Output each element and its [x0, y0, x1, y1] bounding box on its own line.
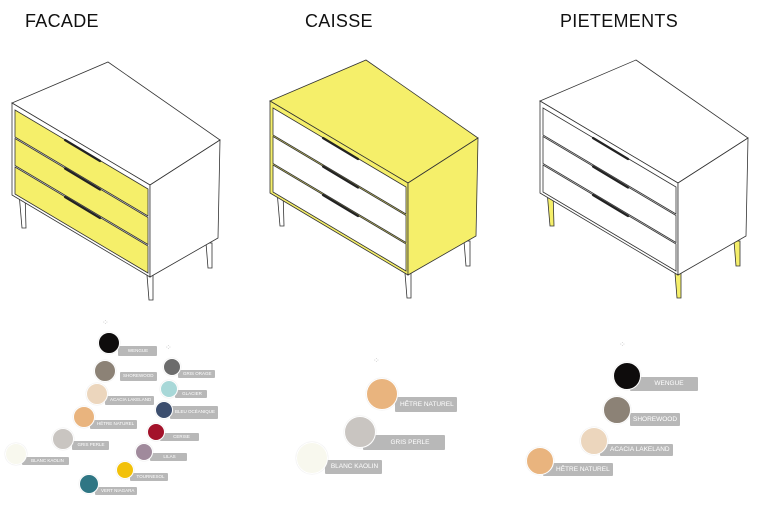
- color-swatch[interactable]: [73, 406, 95, 428]
- drawer-front: [272, 135, 407, 244]
- swatch-label: GRIS ORAGE: [178, 370, 215, 378]
- color-swatch[interactable]: [116, 461, 134, 479]
- color-swatch[interactable]: [603, 396, 631, 424]
- swatch-label: CERISE: [160, 433, 199, 441]
- drawer-handle: [63, 167, 102, 191]
- side-panel: [407, 137, 479, 276]
- color-swatch[interactable]: [366, 378, 398, 410]
- swatch-label: VERT NIAGARA: [95, 487, 138, 495]
- color-swatch[interactable]: [296, 442, 328, 474]
- more-arrow-icon: ⁘: [102, 318, 110, 327]
- caisse-title: CAISSE: [305, 11, 373, 31]
- swatch-label: HÊTRE NATUREL: [395, 397, 457, 412]
- color-swatch[interactable]: [79, 474, 99, 494]
- swatch-label: WENGUE: [118, 346, 157, 356]
- color-swatch[interactable]: [135, 443, 153, 461]
- leg: [146, 274, 154, 301]
- color-swatch[interactable]: [52, 428, 74, 450]
- drawer-front: [14, 166, 149, 274]
- drawer-handle: [63, 195, 102, 220]
- more-arrow-icon: ⁘: [619, 340, 627, 349]
- facade-title: FACADE: [25, 11, 99, 31]
- color-swatch[interactable]: [580, 427, 608, 455]
- side-panel: [677, 137, 749, 276]
- drawer-handle: [321, 136, 360, 161]
- drawer-front: [542, 107, 677, 215]
- drawer-handle: [591, 165, 630, 189]
- drawer-handle: [591, 193, 630, 218]
- drawer-handle: [591, 136, 630, 161]
- color-swatch[interactable]: [526, 447, 554, 475]
- color-swatch[interactable]: [155, 401, 173, 419]
- swatch-label: GRIS PERLE: [363, 435, 445, 450]
- swatch-label: ACACIA LAKELAND: [600, 444, 673, 456]
- color-swatch[interactable]: [98, 332, 120, 354]
- color-swatch[interactable]: [147, 423, 165, 441]
- swatch-label: HÊTRE NATUREL: [543, 463, 613, 476]
- swatch-label: WENGUE: [630, 377, 698, 391]
- color-swatch[interactable]: [94, 360, 116, 382]
- leg: [404, 272, 412, 299]
- drawer-handle: [321, 193, 360, 218]
- leg: [674, 272, 682, 299]
- caisse-dresser: [269, 59, 479, 299]
- drawer-front: [14, 137, 149, 246]
- leg: [463, 240, 471, 267]
- swatch-label: LILAS: [150, 453, 187, 461]
- more-arrow-icon: ⁘: [373, 356, 381, 365]
- swatch-label: BLANC KAOLIN: [22, 457, 69, 465]
- swatch-label: SHOREWOOD: [630, 413, 681, 426]
- more-arrow-icon: ⁘: [165, 343, 173, 352]
- swatch-label: HÊTRE NATUREL: [90, 420, 138, 429]
- drawer-front: [272, 107, 407, 215]
- swatch-label: GRIS PERLE: [72, 441, 109, 450]
- swatch-label: TOURNESOL: [130, 473, 168, 481]
- color-swatch[interactable]: [613, 362, 641, 390]
- color-swatch[interactable]: [160, 380, 178, 398]
- drawer-front: [272, 164, 407, 272]
- side-panel: [149, 139, 221, 278]
- drawer-front: [542, 164, 677, 272]
- pietements-dresser: [539, 59, 749, 299]
- pietements-title: PIETEMENTS: [560, 11, 679, 31]
- swatch-label: ACACIA LAKELAND: [105, 396, 155, 405]
- leg: [205, 242, 213, 269]
- drawer-front: [542, 135, 677, 244]
- color-swatch[interactable]: [5, 443, 27, 465]
- drawer-handle: [321, 165, 360, 189]
- drawer-handle: [63, 138, 102, 163]
- facade-dresser: [11, 61, 221, 301]
- leg: [733, 240, 741, 267]
- swatch-label: BLEU OCÉANIQUE: [170, 406, 219, 419]
- drawer-front: [14, 109, 149, 217]
- color-swatch[interactable]: [86, 383, 108, 405]
- swatch-label: BLANC KAOLIN: [325, 460, 382, 474]
- swatch-label: GLACIER: [175, 390, 207, 398]
- color-swatch[interactable]: [163, 358, 181, 376]
- color-swatch[interactable]: [344, 416, 376, 448]
- swatch-label: SHOREWOOD: [120, 372, 157, 381]
- dressers-illustration: [11, 59, 749, 301]
